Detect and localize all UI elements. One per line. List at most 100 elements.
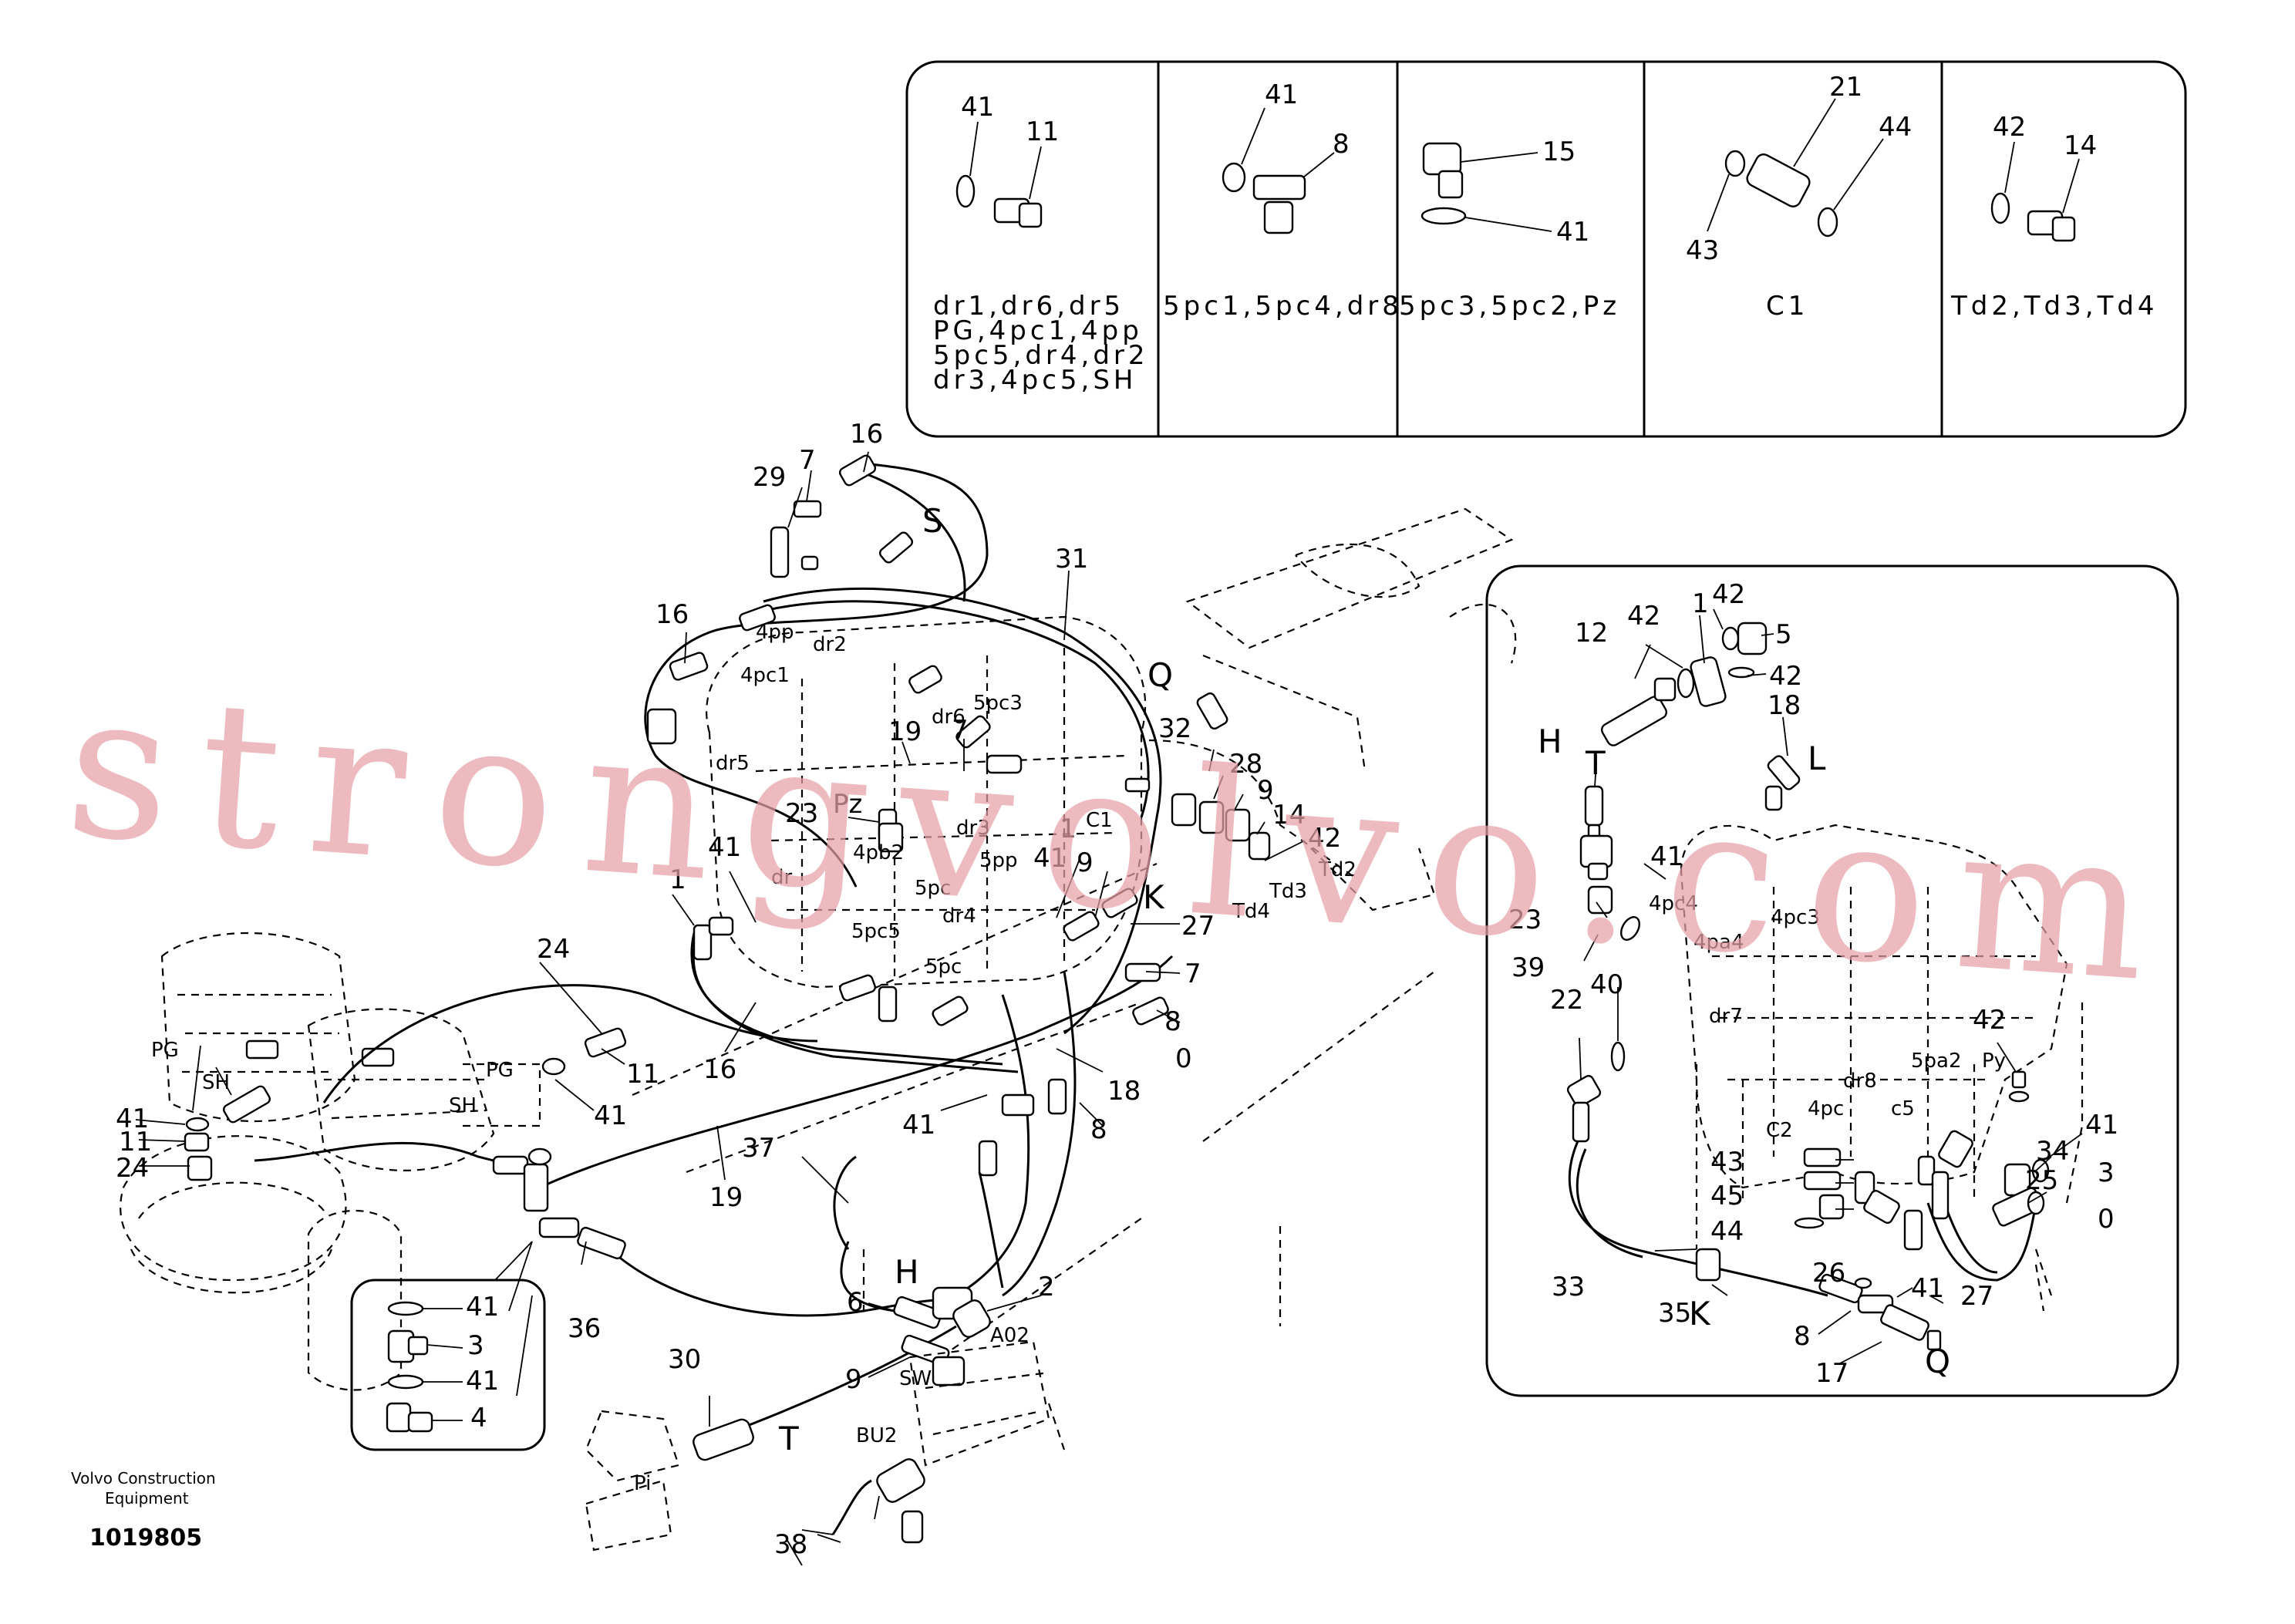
callout-S: S <box>922 502 943 540</box>
inset-label-c5: c5 <box>1891 1097 1915 1120</box>
legend-2-caption: 5pc1,5pc4,dr8 <box>1163 291 1403 322</box>
company-line-1: Volvo Construction <box>71 1469 216 1488</box>
inset-callout-H: H <box>1538 723 1562 760</box>
label-Pz: Pz <box>833 789 862 820</box>
inset-callout-5: 5 <box>1775 619 1792 650</box>
inset-leaders <box>1579 608 2083 1364</box>
label-5pc-a: 5pc <box>915 877 951 900</box>
legend-3-part-a: 15 <box>1542 136 1575 167</box>
company-line-2: Equipment <box>105 1489 189 1508</box>
inset-callout-39: 39 <box>1511 952 1545 983</box>
legend-4-part-a: 21 <box>1829 72 1862 103</box>
label-PG-b: PG <box>486 1059 514 1082</box>
label-Td3: Td3 <box>1269 880 1307 903</box>
callout-16b: 16 <box>655 599 689 630</box>
callout-8a: 8 <box>1164 1006 1181 1037</box>
callout-19a: 19 <box>888 716 922 747</box>
legend-1-part-a: 41 <box>961 92 994 123</box>
callout-9c: 9 <box>845 1364 862 1395</box>
inset-callout-42a: 42 <box>1627 601 1660 632</box>
callout-31: 31 <box>1055 544 1088 574</box>
inset-callout-27: 27 <box>1960 1281 1993 1312</box>
inset-callout-K: K <box>1689 1295 1711 1333</box>
callout-32: 32 <box>1158 713 1191 744</box>
watermark: strongvolvo.com <box>60 649 2184 1028</box>
main-labels: 16 29 7 S 31 16 4pp 4pc1 dr2 dr6 5pc3 dr… <box>116 419 1356 1560</box>
callout-11a: 11 <box>119 1127 152 1157</box>
inset-callout-42d: 42 <box>1973 1005 2006 1036</box>
label-BU2: BU2 <box>856 1424 897 1447</box>
callout-37: 37 <box>742 1133 775 1164</box>
legend-1-part-b: 11 <box>1026 116 1059 147</box>
inset-callout-1: 1 <box>1692 588 1709 619</box>
callout-7c: 7 <box>1185 959 1201 989</box>
inset-callout-18: 18 <box>1768 690 1801 721</box>
inset-callout-43: 43 <box>1710 1147 1744 1178</box>
label-4pc1: 4pc1 <box>740 664 790 687</box>
callout-2: 2 <box>1038 1272 1055 1302</box>
legend-1-caption-line-4: dr3,4pc5,SH <box>933 365 1137 396</box>
callout-1a: 1 <box>1060 814 1077 844</box>
inset-callout-8: 8 <box>1794 1321 1811 1352</box>
inset-label-4pc: 4pc <box>1808 1097 1844 1120</box>
legend-2-part-b: 8 <box>1333 129 1350 160</box>
callout-41a: 41 <box>1033 843 1067 874</box>
label-SH-a: SH <box>202 1071 230 1094</box>
callout-Q: Q <box>1148 656 1173 694</box>
footer: Volvo Construction Equipment 1019805 <box>71 1469 216 1552</box>
callout-4: 4 <box>470 1403 487 1434</box>
inset-callout-42b: 42 <box>1712 579 1745 610</box>
label-dr3: dr3 <box>956 817 990 840</box>
inset-label-4pc3: 4pc3 <box>1771 906 1820 929</box>
callout-6: 6 <box>847 1287 864 1318</box>
legend-4-part-c: 43 <box>1686 235 1719 266</box>
legend-4-part-b: 44 <box>1879 112 1912 143</box>
label-5pp: 5pp <box>979 849 1018 872</box>
legend-4-caption: C1 <box>1766 291 1808 322</box>
callout-41f: 41 <box>466 1292 499 1322</box>
label-Pi: Pi <box>634 1472 651 1495</box>
inset-callout-25: 25 <box>2025 1165 2058 1196</box>
label-PG-a: PG <box>151 1039 179 1062</box>
inset-callout-T: T <box>1585 744 1606 782</box>
legend-3-caption: 5pc3,5pc2,Pz <box>1399 291 1620 322</box>
callout-H-main: H <box>895 1253 919 1291</box>
callout-11b: 11 <box>626 1059 659 1090</box>
label-SH-b: SH <box>449 1094 477 1117</box>
inset-callout-45: 45 <box>1710 1181 1744 1211</box>
label-SW: SW <box>899 1367 932 1390</box>
label-dr: dr <box>771 866 793 889</box>
legend-2-part-a: 41 <box>1265 79 1298 110</box>
label-dr5: dr5 <box>716 752 750 775</box>
inset-labels: 12 42 1 42 5 42 H 18 L T 41 23 4pc4 4pa4… <box>1508 579 2118 1389</box>
callout-7b: 7 <box>952 715 969 746</box>
label-4pp: 4pp <box>756 621 794 644</box>
inset-label-dr8: dr8 <box>1843 1070 1877 1093</box>
label-dr4: dr4 <box>942 905 976 928</box>
callout-42a: 42 <box>1308 823 1341 854</box>
callout-9a: 9 <box>1257 775 1274 806</box>
inset-callout-44: 44 <box>1710 1216 1744 1247</box>
callout-29: 29 <box>753 462 786 493</box>
callout-41c: 41 <box>116 1103 149 1134</box>
legend-cell-2: 41 8 5pc1,5pc4,dr8 <box>1163 79 1403 322</box>
callout-K: K <box>1143 878 1165 916</box>
callout-36: 36 <box>568 1313 601 1344</box>
label-Td4: Td4 <box>1232 900 1270 923</box>
label-5pc3: 5pc3 <box>973 692 1023 715</box>
inset-label-4pa4: 4pa4 <box>1693 931 1744 954</box>
inset-callout-0: 0 <box>2098 1204 2115 1235</box>
callout-1b: 1 <box>669 864 686 895</box>
legend-1-caption-line-2: PG,4pc1,4pp <box>933 315 1143 346</box>
legend-cell-4: 21 44 43 C1 <box>1686 72 1912 322</box>
label-5pc5: 5pc5 <box>851 920 901 943</box>
label-C1: C1 <box>1086 809 1113 832</box>
callout-41b: 41 <box>708 832 741 863</box>
legend-cell-1: 41 11 dr1,dr6,dr5 PG,4pc1,4pp 5pc5,dr4,d… <box>933 92 1145 396</box>
inset-callout-Q: Q <box>1925 1343 1950 1380</box>
callout-27a: 27 <box>1181 911 1215 942</box>
callout-8b: 8 <box>1090 1114 1107 1145</box>
callout-41e: 41 <box>902 1110 935 1141</box>
callout-38: 38 <box>774 1529 807 1560</box>
